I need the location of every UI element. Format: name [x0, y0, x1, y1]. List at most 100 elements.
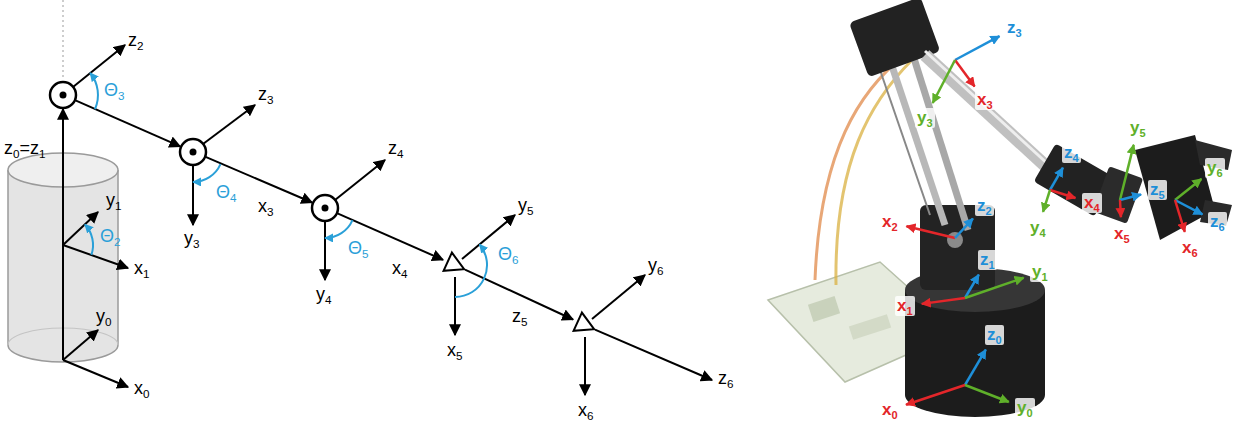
axis-index: 5: [456, 349, 463, 362]
shoulder-servo: [920, 205, 995, 290]
axis-index: 1: [906, 305, 912, 317]
axis-index: 0: [996, 334, 1002, 346]
axis-label: y3: [184, 228, 200, 250]
axis-index: 4: [325, 293, 332, 306]
axis-index: 2: [891, 221, 897, 233]
photo-axis-label: x1: [895, 296, 915, 316]
axis-label: x4: [392, 258, 408, 280]
axis-symbol: z: [977, 196, 986, 215]
axis-symbol: z: [980, 250, 989, 269]
axis-label: x1: [134, 258, 150, 280]
joint-angle-label: Θ6: [498, 244, 519, 266]
axis-index: 5: [1159, 189, 1165, 201]
photo-axis-arrow: [1050, 168, 1063, 190]
joint-dot: [322, 205, 329, 212]
photo-axis-label: y5: [1128, 118, 1148, 138]
axis-symbol: x: [578, 400, 587, 420]
axis-index: 3: [267, 205, 274, 218]
axis-symbol: x: [977, 90, 986, 109]
axis-label: z4: [388, 138, 404, 160]
axis-index: 4: [230, 191, 237, 204]
board-chip: [808, 296, 840, 322]
photo-axis-arrow: [965, 278, 1024, 298]
photo-axis-label: z5: [1148, 180, 1167, 200]
robot-arm-picture: [768, 0, 1232, 417]
axis-index: 3: [118, 89, 125, 102]
y3-axis: [192, 165, 194, 225]
photo-axis-arrow: [1175, 179, 1201, 200]
axis-symbol: z: [128, 30, 137, 50]
axis-index: 5: [527, 204, 534, 217]
forearm-tube: [925, 55, 1050, 170]
shoulder-hub: [947, 232, 963, 248]
axis-symbol: z: [512, 306, 521, 326]
axis-symbol: z: [1150, 180, 1159, 199]
axis-index: 5: [521, 315, 528, 328]
axis-symbol: z: [258, 84, 267, 104]
axis-index: 4: [397, 147, 404, 160]
photo-axis-label: y1: [1030, 262, 1050, 282]
photo-axis-arrow: [922, 298, 965, 304]
axis-index: 1: [143, 267, 150, 280]
axis-symbol: y: [518, 195, 527, 215]
axis-symbol: z: [4, 138, 13, 158]
photo-axis-label: x2: [880, 212, 900, 232]
axis-symbol: y: [1032, 262, 1041, 281]
axis-symbol: y: [1030, 218, 1039, 237]
axis-index: 4: [1039, 227, 1045, 239]
angle-arc: [90, 73, 98, 109]
axis-index: 0: [891, 409, 897, 421]
photo-axis-label: y0: [1015, 398, 1035, 418]
photo-axis-label: x4: [1082, 193, 1102, 213]
photo-axis-label: z0: [985, 325, 1004, 345]
axis-symbol: Θ: [100, 226, 114, 246]
axis-index: 6: [1216, 167, 1222, 179]
photo-axis-label: y6: [1205, 158, 1225, 178]
axis-symbol: y: [316, 284, 325, 304]
axis-symbol: x: [1114, 224, 1123, 243]
axis-label: z0=z1: [4, 138, 46, 160]
axis-symbol: y: [184, 228, 193, 248]
axis-symbol: y: [96, 306, 105, 326]
y0-axis: [63, 330, 98, 360]
axis-index: 0: [105, 315, 112, 328]
joint-angle-arcs: [85, 73, 487, 297]
z0-axis: [62, 109, 64, 360]
upper-arm-spring: [880, 70, 930, 215]
forearm-highlight: [925, 51, 1050, 166]
photo-axis-arrow: [965, 350, 986, 385]
axis-symbol: x: [882, 212, 891, 231]
joint-angle-label: Θ3: [104, 80, 125, 102]
axis-symbol: y: [106, 190, 115, 210]
x6-axis: [584, 337, 586, 395]
joint-dot: [190, 149, 197, 156]
axis-index: 6: [657, 264, 664, 277]
axis-index: 6: [512, 253, 519, 266]
axis-symbol: y: [1207, 158, 1216, 177]
photo-axis-arrow: [1050, 190, 1075, 198]
joint-symbol: [180, 139, 206, 165]
x5-axis: [454, 277, 456, 335]
axis-symbol: z: [987, 325, 996, 344]
axis-symbol: y: [1017, 398, 1026, 417]
axis-symbol: x: [447, 340, 456, 360]
axis-label: z2: [128, 30, 144, 52]
axis-label: z3: [258, 84, 274, 106]
axis-symbol: z: [1210, 212, 1219, 231]
wrist-joint-symbol: [574, 313, 599, 339]
axis-symbol: x: [134, 258, 143, 278]
axis-label: y6: [648, 255, 664, 277]
axis-index: 1: [39, 147, 46, 160]
joint-angle-label: Θ2: [100, 226, 121, 248]
axis-extension: [62, 0, 64, 80]
axis-symbol: Θ: [104, 80, 118, 100]
axis-symbol: z: [388, 138, 397, 158]
photo-axis-label: x3: [975, 90, 995, 110]
axis-symbol: x: [392, 258, 401, 278]
link-line: [205, 157, 312, 203]
photo-axis-arrow: [965, 385, 1009, 402]
axis-symbol: z: [1007, 18, 1016, 37]
